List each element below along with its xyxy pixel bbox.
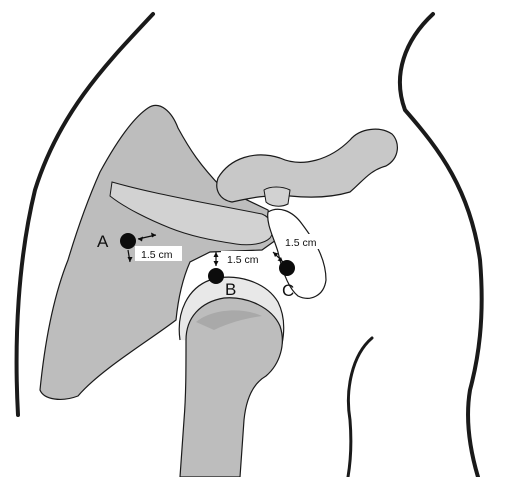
point-c-label: C bbox=[282, 281, 294, 300]
body-contour-right bbox=[400, 14, 482, 477]
point-a-label: A bbox=[97, 232, 109, 251]
clavicle bbox=[217, 129, 398, 202]
body-contour-inner bbox=[348, 338, 372, 477]
point-a-marker bbox=[120, 233, 136, 249]
clavicle-lateral-end bbox=[264, 187, 290, 206]
point-c-marker bbox=[279, 260, 295, 276]
point-b-label: B bbox=[225, 280, 236, 299]
point-b-marker bbox=[208, 268, 224, 284]
point-c-distance: 1.5 cm bbox=[285, 237, 317, 249]
point-b-distance: 1.5 cm bbox=[227, 254, 259, 266]
point-b-arrowhead-up bbox=[214, 252, 219, 257]
humerus bbox=[180, 298, 282, 477]
point-a-distance: 1.5 cm bbox=[141, 249, 173, 261]
point-b-arrowhead-down bbox=[214, 261, 219, 266]
